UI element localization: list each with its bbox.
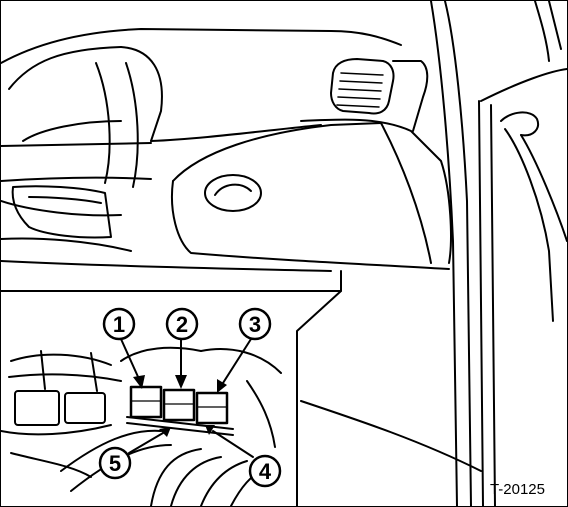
callout-label-5: 5 (109, 451, 121, 476)
air-vent (330, 58, 429, 132)
callout-label-3: 3 (249, 312, 261, 337)
callout-circles (98, 307, 282, 488)
dashboard-panel (1, 28, 402, 252)
callout-circle-3 (238, 307, 272, 341)
callout-leaders (120, 338, 254, 458)
callout-label-4: 4 (259, 459, 272, 484)
relay-3 (195, 391, 229, 425)
lower-vent (11, 185, 112, 239)
callout-label-2: 2 (176, 312, 188, 337)
callout-circle-1 (102, 307, 136, 341)
callout-circle-2 (165, 307, 199, 341)
door-frame (300, 1, 567, 506)
callout-circle-4 (248, 454, 282, 488)
callout-labels: 1 2 3 4 5 (109, 312, 272, 484)
callout-circle-5 (98, 446, 132, 480)
callout-label-1: 1 (113, 312, 125, 337)
inset-panel (1, 270, 342, 506)
relay-2 (162, 388, 196, 422)
lower-cover (1, 118, 452, 272)
relay-carrier (1, 346, 282, 506)
figure-reference: T-20125 (489, 481, 545, 498)
relay-1 (129, 385, 163, 419)
